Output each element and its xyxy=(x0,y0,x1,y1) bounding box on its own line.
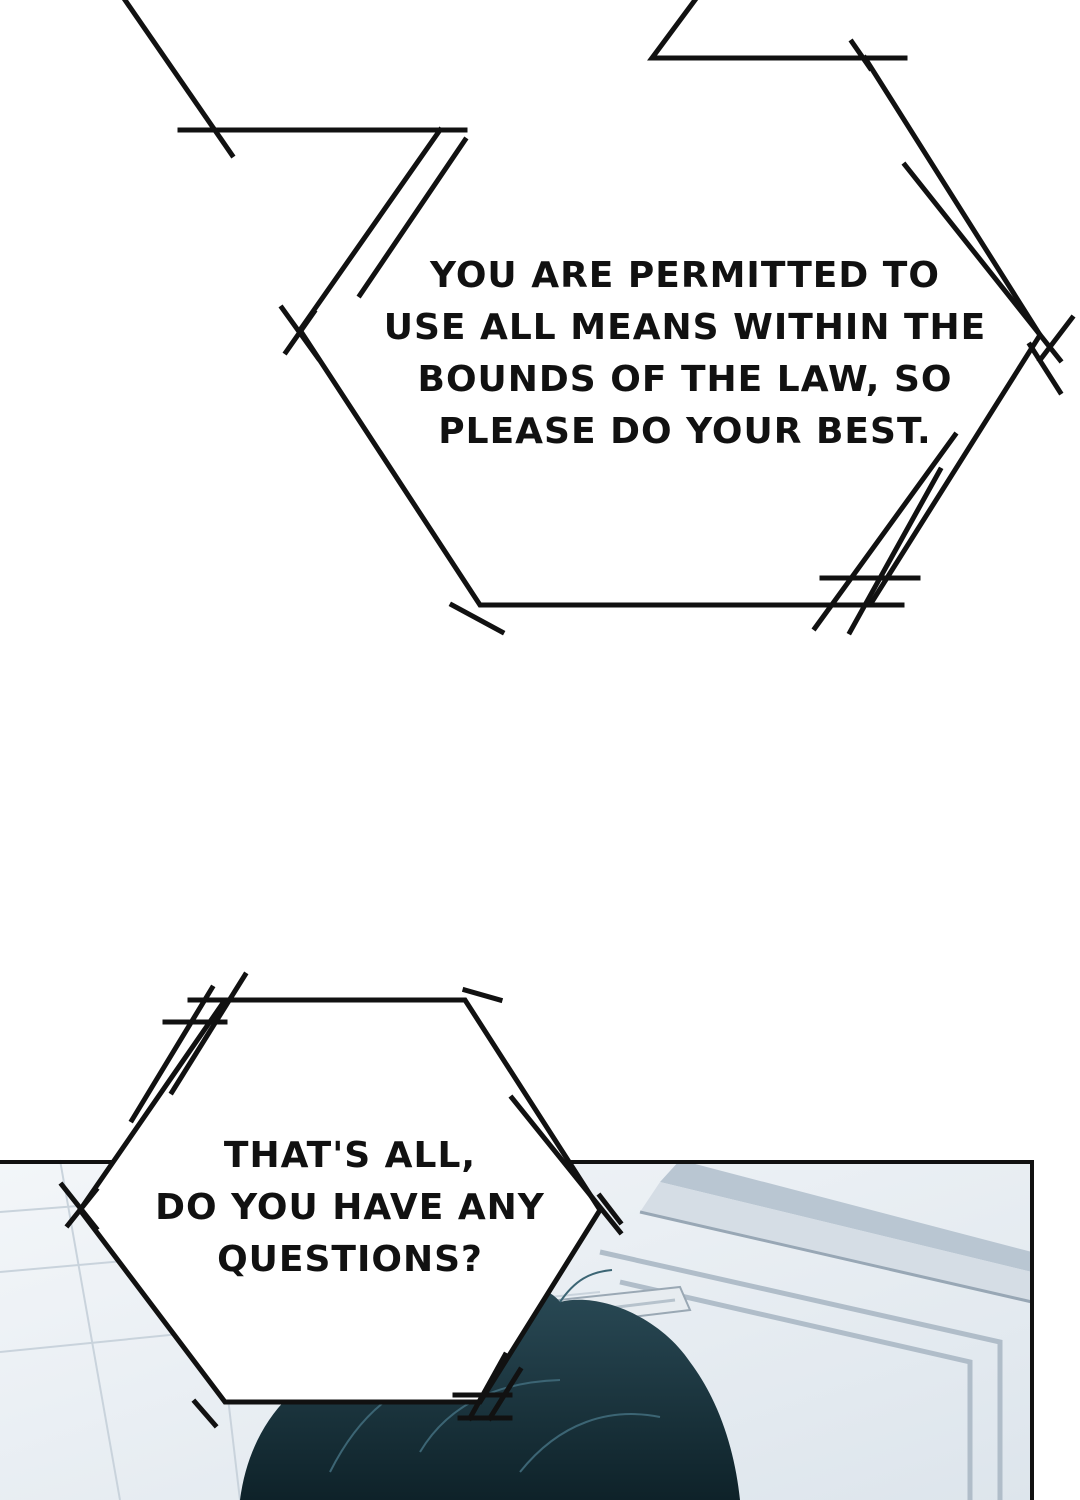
speech-bubble-2-text: THAT'S ALL, DO YOU HAVE ANY QUESTIONS? xyxy=(100,1130,600,1286)
door-frame xyxy=(599,1249,1003,1500)
bubble-2-line-1: THAT'S ALL, xyxy=(223,1135,477,1176)
speech-bubble-1-text: YOU ARE PERMITTED TO USE ALL MEANS WITHI… xyxy=(380,250,990,458)
bubble-1-line-4: PLEASE DO YOUR BEST. xyxy=(438,411,932,452)
bubble-1-line-2: USE ALL MEANS WITHIN THE xyxy=(383,307,987,348)
hexagon-bubble-1 xyxy=(121,0,1076,636)
bubble-1-line-3: BOUNDS OF THE LAW, SO xyxy=(417,359,953,400)
ceiling-beam xyxy=(639,1160,1033,1304)
bubble-1-line-1: YOU ARE PERMITTED TO xyxy=(430,255,940,296)
bubble-2-line-2: DO YOU HAVE ANY xyxy=(155,1187,545,1228)
bubble-2-line-3: QUESTIONS? xyxy=(217,1239,483,1280)
hexagon-bubble-2-accents xyxy=(58,971,624,1429)
